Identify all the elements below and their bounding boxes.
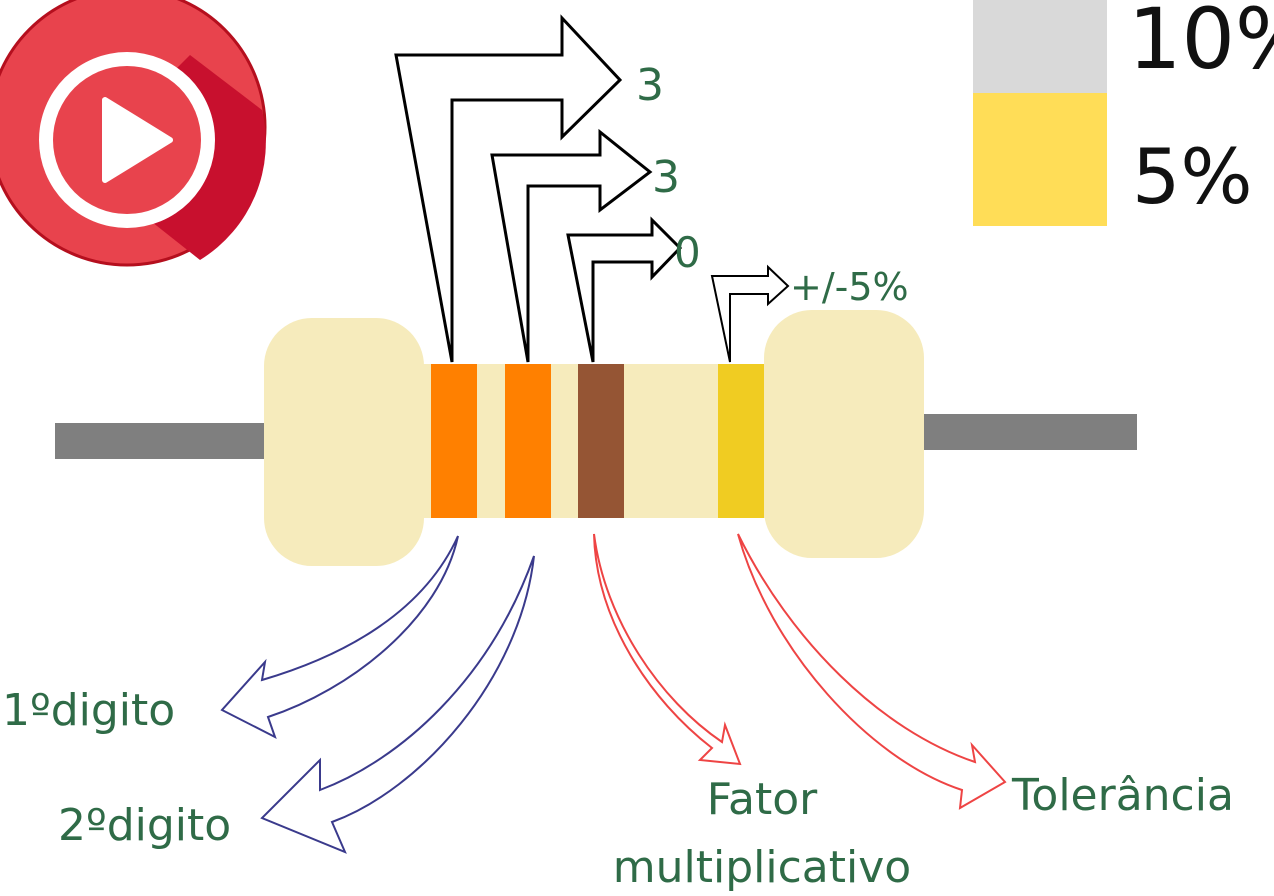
multiplier-caption-line2: multiplicativo [613,842,911,893]
left-lead [55,423,275,459]
band1-value-arrow [394,14,623,363]
tolerance-caption: Tolerância [1011,770,1234,821]
digit2-arrow [260,555,535,854]
right-lead [905,414,1137,450]
legend-label-5: 5% [1132,132,1253,221]
band3-value-arrow [566,216,683,363]
multiplier-caption-line1: Fator [707,774,818,825]
tolerance-legend: 10% 5% [973,0,1274,226]
legend-swatch-5 [973,93,1107,226]
tolerance-arrow [737,533,1007,810]
digit2-caption: 2ºdigito [58,800,231,851]
band-3 [578,364,624,518]
band-1 [431,364,477,518]
band-2 [505,364,551,518]
band2-value-arrow [490,128,653,363]
legend-label-10: 10% [1128,0,1274,88]
multiplier-arrow [593,533,742,766]
legend-swatch-10 [973,0,1107,93]
band1-value: 3 [636,60,664,111]
band4-value-arrow [710,264,790,363]
band-4 [718,364,764,518]
digit1-arrow [220,535,459,740]
play-logo[interactable] [0,0,267,267]
band2-value: 3 [652,152,680,203]
digit1-caption: 1ºdigito [2,685,175,736]
band3-value: 0 [674,228,701,277]
band4-value: +/-5% [790,265,909,309]
